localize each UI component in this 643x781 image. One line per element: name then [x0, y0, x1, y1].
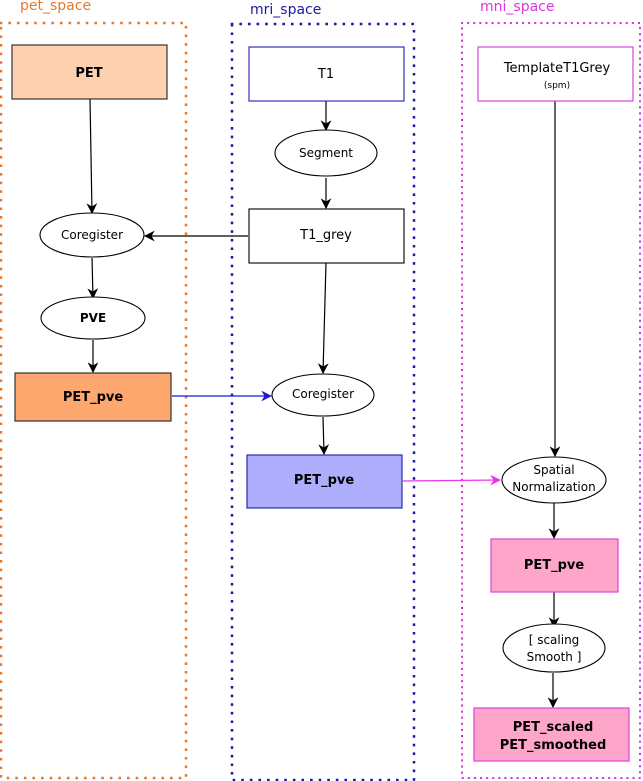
node-pet-pve-pet-space[interactable]: PET_pve [14, 372, 172, 422]
node-pet-output-line2: PET_smoothed [500, 738, 607, 753]
node-spatial-norm-line1: Spatial [533, 463, 574, 477]
node-pet-pve-mni-space-label: PET_pve [524, 558, 585, 573]
pet-space-label: pet_space [20, 0, 91, 14]
mni-space-border [461, 22, 641, 779]
node-template-t1-grey[interactable]: TemplateT1Grey (spm) [477, 46, 634, 102]
node-coregister-pet-label: Coregister [61, 228, 123, 242]
node-t1-grey[interactable]: T1_grey [248, 208, 405, 264]
node-pve-label: PVE [80, 311, 106, 325]
node-pet-pve-pet-space-label: PET_pve [63, 390, 124, 405]
edges [86, 98, 561, 709]
node-pve[interactable]: PVE [40, 296, 146, 340]
node-scaling-smooth[interactable]: [ scaling Smooth ] [502, 623, 606, 673]
mri-space-border [230, 22, 416, 781]
node-coregister-mri-label: Coregister [292, 387, 354, 401]
node-segment-label: Segment [299, 146, 353, 160]
mni-space-label: mni_space [480, 0, 554, 15]
node-t1[interactable]: T1 [248, 46, 405, 102]
edge-coregister-pve [87, 257, 99, 300]
cluster-mri-space: mri_space [230, 2, 416, 781]
node-spatial-norm-line2: Normalization [512, 480, 595, 494]
pet-space-border [0, 21, 188, 780]
node-coregister-pet[interactable]: Coregister [39, 212, 145, 258]
node-coregister-mri[interactable]: Coregister [271, 373, 375, 417]
node-pet[interactable]: PET [11, 44, 168, 100]
node-template-sublabel: (spm) [544, 81, 570, 91]
node-spatial-normalization[interactable]: Spatial Normalization [501, 456, 607, 504]
node-segment[interactable]: Segment [274, 129, 378, 177]
node-scaling-line2: Smooth ] [527, 650, 582, 664]
cluster-mni-space: mni_space [461, 0, 641, 779]
node-template-label: TemplateT1Grey [503, 61, 611, 76]
edge-coregister-petpve-mri [318, 416, 330, 456]
node-pet-pve-mri-space-label: PET_pve [294, 473, 355, 488]
edge-t1grey-coregister-mri [317, 262, 329, 375]
edge-pet-coregister [86, 98, 98, 215]
node-pet-output-line1: PET_scaled [513, 720, 594, 735]
node-t1-grey-label: T1_grey [299, 228, 352, 243]
node-pet-pve-mri-space[interactable]: PET_pve [246, 454, 403, 509]
edge-petpve-spatialnorm [402, 474, 502, 486]
cluster-pet-space: pet_space [0, 0, 188, 780]
node-t1-label: T1 [317, 67, 334, 82]
node-pet-label: PET [75, 66, 102, 81]
node-pet-pve-mni-space[interactable]: PET_pve [490, 538, 619, 593]
mri-space-label: mri_space [250, 2, 321, 18]
node-pet-output[interactable]: PET_scaled PET_smoothed [473, 707, 630, 762]
node-scaling-line1: [ scaling [529, 633, 580, 647]
